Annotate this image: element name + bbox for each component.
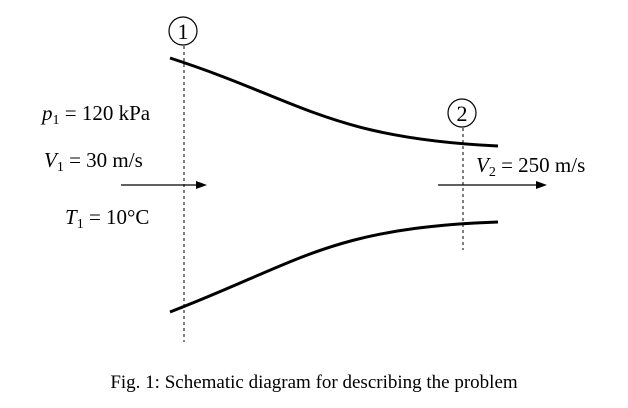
figure-caption: Fig. 1: Schematic diagram for describing… [110,372,518,393]
inlet-temperature-label: T1 = 10°C [65,205,150,232]
nozzle-lower-wall [169,220,499,314]
station-1-number: 1 [178,19,189,44]
inlet-velocity-label: V1 = 30 m/s [44,148,143,175]
inlet-arrowhead [196,181,207,189]
station-2-number: 2 [457,101,468,126]
station-1-circle [168,16,198,46]
nozzle-upper-wall [169,56,499,148]
inlet-pressure-label: p1 = 120 kPa [42,101,151,128]
station-2-circle [447,98,477,128]
outlet-arrowhead [536,181,547,189]
outlet-velocity-label: V2 = 250 m/s [476,153,586,180]
